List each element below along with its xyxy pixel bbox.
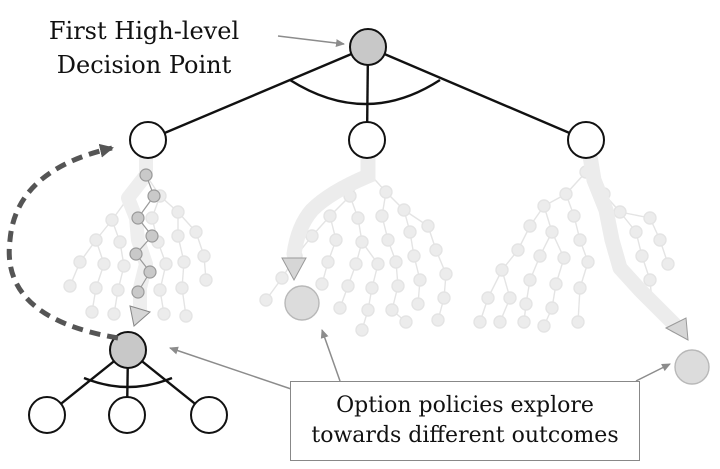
grandchild-node-left xyxy=(28,396,66,434)
path-highlight-middle xyxy=(286,148,376,262)
path-arrowhead-left xyxy=(129,305,152,327)
callout-pointer-left xyxy=(169,346,301,393)
subtree-right xyxy=(473,165,675,333)
path-nodes-left xyxy=(129,168,161,299)
callout-box: Option policies explore towards differen… xyxy=(290,381,640,461)
decision-point-label-line2: Decision Point xyxy=(56,51,232,79)
callout-line2: towards different outcomes xyxy=(311,423,619,448)
root-decision-node xyxy=(349,28,387,66)
decision-point-label-line1: First High-level xyxy=(48,17,240,45)
child-node-left xyxy=(129,121,167,159)
title-pointer-arrow xyxy=(277,35,345,48)
callout-line1: Option policies explore xyxy=(336,393,594,418)
path-arrowhead-right xyxy=(664,317,689,341)
grandchild-node-middle xyxy=(108,396,146,434)
callout-pointer-middle xyxy=(320,329,341,382)
callout-pointer-right xyxy=(635,363,671,382)
outcome-node-middle xyxy=(284,285,320,321)
subtree-middle xyxy=(259,165,453,337)
path-arrowhead-middle xyxy=(281,257,307,282)
child-node-middle xyxy=(348,121,386,159)
decision-point-label: First High-level Decision Point xyxy=(14,14,274,82)
grandchild-node-right xyxy=(190,396,228,434)
second-decision-node xyxy=(109,331,147,369)
child-node-right xyxy=(567,121,605,159)
path-highlight-right xyxy=(582,148,684,334)
dashed-return-arrow xyxy=(6,143,119,341)
outcome-node-right xyxy=(674,349,710,385)
